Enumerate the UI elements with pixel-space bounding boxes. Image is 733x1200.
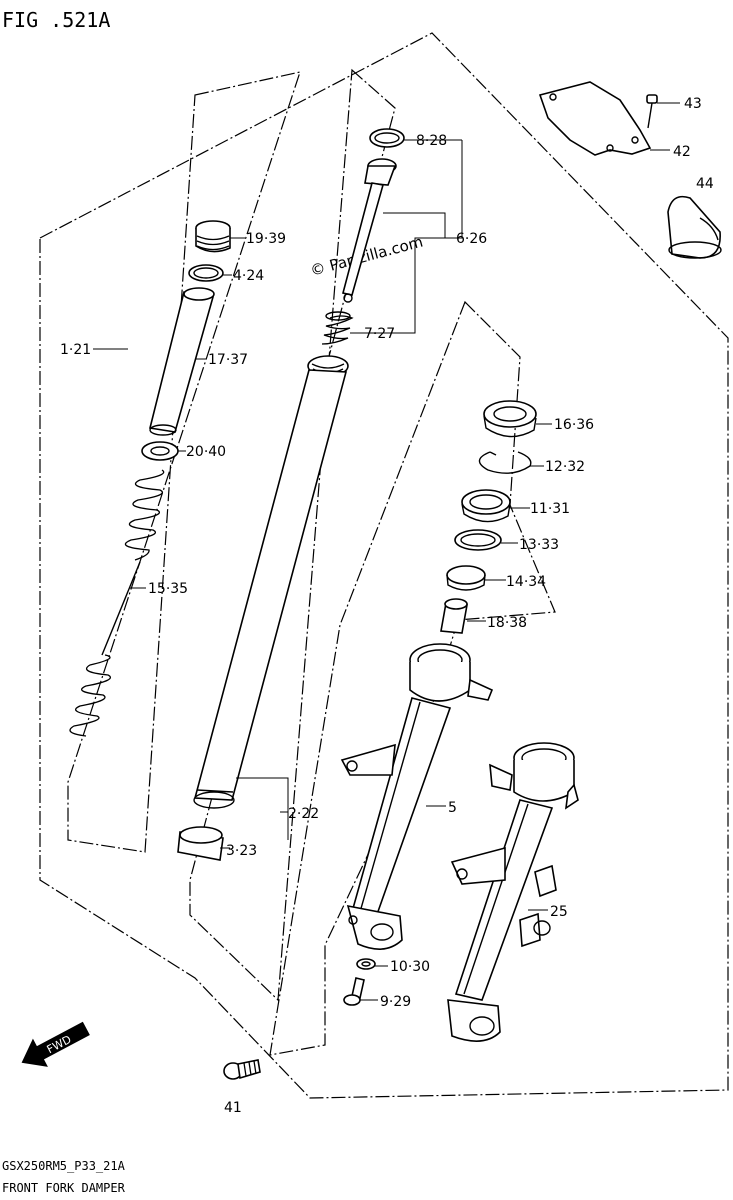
callout-14-34[interactable]: 14·34 [506,574,546,590]
damper-rod-part-6[interactable] [342,158,397,303]
callout-43[interactable]: 43 [684,96,702,112]
callout-8-28[interactable]: 8·28 [416,133,447,149]
callout-12-32[interactable]: 12·32 [545,459,585,475]
bolt-part-9[interactable] [343,977,365,1006]
spacer-tube-part-17[interactable] [149,287,215,436]
callout-16-36[interactable]: 16·36 [554,417,594,433]
outer-tube-group-boundary [269,300,556,1056]
gasket-part-10[interactable] [356,958,376,970]
bushing-part-18[interactable] [440,598,468,634]
o-ring-part-4[interactable] [188,264,224,282]
spring-part-15[interactable] [69,469,165,737]
bushing-part-3[interactable] [177,826,224,861]
callout-9-29[interactable]: 9·29 [380,994,411,1010]
callout-4-24[interactable]: 4·24 [233,268,264,284]
figure-title: FIG .521A [2,8,110,32]
callout-42[interactable]: 42 [673,144,691,160]
outer-assembly-boundary [39,32,729,1099]
fwd-arrow-icon: FWD [21,1021,90,1067]
spring-group-boundary [67,71,301,853]
cap-bolt-part-19[interactable] [195,220,231,253]
callout-labels: 43 42 44 8·28 6·26 7·27 19·39 4·24 1·21 … [60,96,714,1116]
bracket-part-42[interactable] [538,81,652,156]
bushing-part-14[interactable] [446,565,486,591]
callout-7-27[interactable]: 7·27 [364,326,395,342]
footer-code: GSX250RM5_P33_21A [2,1159,126,1173]
inner-tube-part-2[interactable] [193,355,349,809]
callout-10-30[interactable]: 10·30 [390,959,430,975]
outer-tube-part-25[interactable] [447,742,579,1042]
bolt-part-41[interactable] [223,1059,261,1080]
callout-6-26[interactable]: 6·26 [456,231,487,247]
callout-19-39[interactable]: 19·39 [246,231,286,247]
footer-name: FRONT FORK DAMPER [2,1181,126,1195]
spring-part-7[interactable] [321,311,354,345]
callout-3-23[interactable]: 3·23 [226,843,257,859]
washer-part-20[interactable] [141,441,179,461]
clip-part-12[interactable] [478,451,532,474]
callout-5[interactable]: 5 [448,800,457,816]
callout-2-22[interactable]: 2·22 [288,806,319,822]
callout-20-40[interactable]: 20·40 [186,444,226,460]
dust-seal-part-16[interactable] [483,400,537,438]
callout-44[interactable]: 44 [696,176,714,192]
callout-1-21[interactable]: 1·21 [60,342,91,358]
oil-seal-part-11[interactable] [461,489,511,523]
outer-tube-part-5[interactable] [340,643,494,950]
callout-11-31[interactable]: 11·31 [530,501,570,517]
callout-13-33[interactable]: 13·33 [519,537,559,553]
callout-18-38[interactable]: 18·38 [487,615,527,631]
leader-lines [93,102,680,1001]
bolt-part-43[interactable] [646,94,658,129]
callout-17-37[interactable]: 17·37 [208,352,248,368]
callout-25[interactable]: 25 [550,904,568,920]
inner-tube-group-boundary [189,68,396,1002]
cap-part-44[interactable] [667,195,722,259]
callout-15-35[interactable]: 15·35 [148,581,188,597]
callout-41[interactable]: 41 [224,1100,242,1116]
fwd-label: FWD [45,1033,74,1057]
washer-part-13[interactable] [454,529,502,551]
ring-part-8[interactable] [369,128,405,148]
